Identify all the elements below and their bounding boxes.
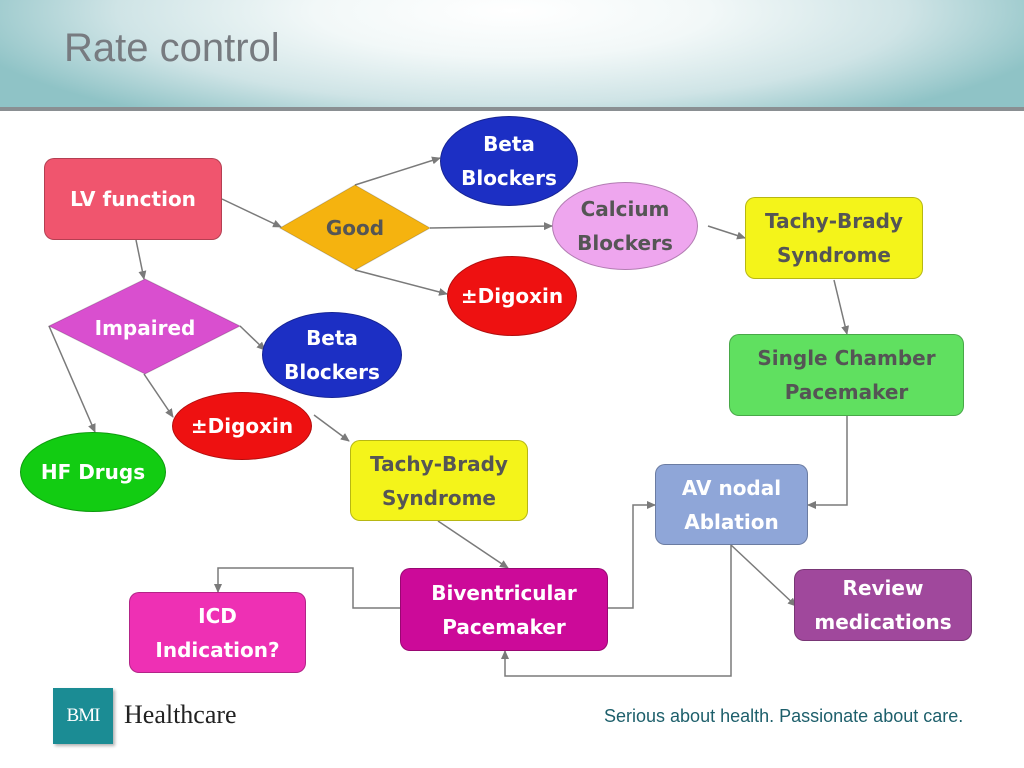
beta-blockers-mid-oval: Beta Blockers xyxy=(262,312,402,398)
arrow-av-to-biv xyxy=(501,545,732,677)
hf-drugs-label: HF Drugs xyxy=(40,460,146,484)
arrow-digoxin-to-tachybrady xyxy=(313,414,350,442)
good-diamond xyxy=(278,184,432,271)
av-nodal-line2: Ablation xyxy=(684,509,779,534)
biventricular-line1: Biventricular xyxy=(431,580,577,605)
beta-blockers-top-oval: Beta Blockers xyxy=(440,116,578,206)
av-nodal-ablation-box: AV nodal Ablation xyxy=(655,464,808,545)
arrow-biv-to-icd xyxy=(214,567,400,609)
arrow-tachybrady-to-biventricular xyxy=(437,520,509,569)
beta-blockers-mid-line1: Beta xyxy=(306,326,358,350)
brand-name: Healthcare xyxy=(124,700,237,729)
tachy-brady-right-line2: Syndrome xyxy=(776,243,891,267)
calcium-blockers-line2: Blockers xyxy=(577,231,673,255)
arrow-good-to-calcium xyxy=(429,222,553,231)
tachy-brady-center-box: Tachy-Brady Syndrome xyxy=(350,440,528,521)
tagline: Serious about health. Passionate about c… xyxy=(604,706,964,726)
review-medications-box: Review medications xyxy=(794,569,972,641)
calcium-blockers-oval: Calcium Blockers xyxy=(552,182,698,270)
digoxin-mid-label: ±Digoxin xyxy=(190,414,294,438)
arrow-good-to-beta xyxy=(354,156,441,186)
impaired-diamond xyxy=(47,278,242,375)
biventricular-line2: Pacemaker xyxy=(442,614,566,639)
hf-drugs-oval: HF Drugs xyxy=(20,432,166,512)
review-medications-line1: Review xyxy=(842,576,924,600)
arrow-calcium-to-tachybrady xyxy=(707,225,746,240)
calcium-blockers-line1: Calcium xyxy=(580,197,670,221)
arrow-av-to-review xyxy=(730,544,797,607)
bmi-logo-text: BMI xyxy=(66,705,101,726)
tachy-brady-center-line1: Tachy-Brady xyxy=(370,451,508,476)
single-chamber-line1: Single Chamber xyxy=(757,346,936,370)
arrow-biv-to-av xyxy=(608,501,656,609)
tachy-brady-center-line2: Syndrome xyxy=(381,485,496,510)
arrow-impaired-to-hfdrugs xyxy=(48,325,96,433)
lv-function-box: LV function xyxy=(44,158,222,240)
digoxin-top-oval: ±Digoxin xyxy=(447,256,577,336)
digoxin-mid-oval: ±Digoxin xyxy=(172,392,312,460)
review-medications-line2: medications xyxy=(814,610,952,634)
icd-indication-line2: Indication? xyxy=(155,637,280,662)
biventricular-pacemaker-box: Biventricular Pacemaker xyxy=(400,568,608,651)
arrow-singlechamber-to-av xyxy=(807,416,848,509)
arrow-impaired-to-digoxin xyxy=(143,373,174,418)
arrow-lv-to-impaired xyxy=(135,239,147,280)
tachy-brady-right-line1: Tachy-Brady xyxy=(765,209,903,233)
good-label: Good xyxy=(325,216,385,240)
arrow-good-to-digoxin xyxy=(354,269,448,296)
arrow-impaired-to-beta xyxy=(239,325,266,351)
single-chamber-box: Single Chamber Pacemaker xyxy=(729,334,964,416)
icd-indication-line1: ICD xyxy=(198,603,237,628)
beta-blockers-top-line1: Beta xyxy=(483,132,535,156)
arrow-lv-to-good xyxy=(221,198,282,228)
icd-indication-box: ICD Indication? xyxy=(129,592,306,673)
slide-header-band xyxy=(0,0,1024,110)
av-nodal-line1: AV nodal xyxy=(681,475,782,500)
beta-blockers-mid-line2: Blockers xyxy=(284,360,380,384)
tachy-brady-right-box: Tachy-Brady Syndrome xyxy=(745,197,923,279)
header-divider xyxy=(0,107,1024,111)
lv-function-label: LV function xyxy=(70,187,196,211)
digoxin-top-label: ±Digoxin xyxy=(460,284,564,308)
single-chamber-line2: Pacemaker xyxy=(784,380,909,404)
impaired-label: Impaired xyxy=(94,316,196,340)
arrow-tachybrady-to-singlechamber xyxy=(833,279,850,335)
bmi-logo: BMI xyxy=(53,688,113,744)
beta-blockers-top-line2: Blockers xyxy=(461,166,557,190)
slide-title: Rate control xyxy=(64,26,280,70)
